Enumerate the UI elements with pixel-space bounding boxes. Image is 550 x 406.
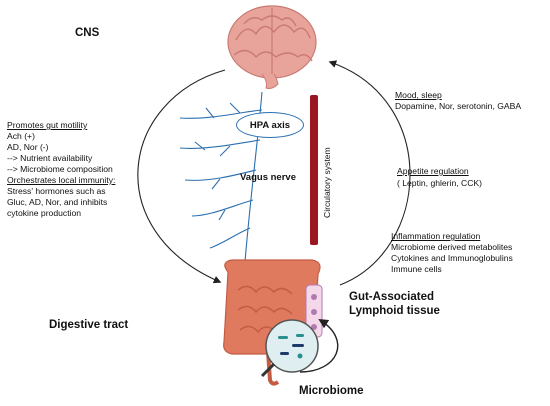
circulatory-system-label: Circulatory system — [322, 147, 332, 218]
inflammation-line-2: Cytokines and Immunoglobulins — [391, 253, 513, 263]
cns-label: CNS — [75, 27, 100, 39]
microbiome-magnifier-icon — [260, 319, 319, 378]
galt-label-line1: Gut-Associated — [349, 291, 434, 303]
left-line-2: AD, Nor (-) — [7, 142, 49, 152]
hpa-axis-label: HPA axis — [249, 119, 291, 131]
microbiome-label: Microbiome — [299, 385, 364, 397]
left-line-4: --> Microbiome composition — [7, 164, 113, 174]
local-immunity-heading: Orchestrates local immunity: — [7, 175, 116, 185]
inflammation-line-1: Microbiome derived metabolites — [391, 242, 513, 252]
vagus-nerve-label: Vagus nerve — [240, 172, 296, 183]
left-arc-arrow — [137, 69, 226, 284]
vagus-nerve-icon — [179, 91, 263, 263]
hpa-axis-badge: HPA axis — [236, 112, 304, 138]
appetite-heading: Appetite regulation — [397, 166, 469, 176]
right-arc-arrow — [328, 60, 411, 286]
galt-label-line2: Lymphoid tissue — [349, 305, 440, 317]
mood-sleep-heading: Mood, sleep — [395, 90, 442, 100]
inflammation-line-3: Immune cells — [391, 264, 442, 274]
left-line-1: Ach (+) — [7, 131, 35, 141]
left-line-3: --> Nutrient availability — [7, 153, 93, 163]
gut-motility-heading: Promotes gut motility — [7, 120, 88, 130]
left-line-6: Gluc, AD, Nor, and inhibits — [7, 197, 108, 207]
inflammation-heading: Inflammation regulation — [391, 231, 481, 241]
digestive-tract-label: Digestive tract — [49, 319, 129, 331]
left-line-7: cytokine production — [7, 208, 82, 218]
appetite-line: ( Leptin, ghlerin, CCK) — [397, 178, 483, 188]
brain-icon — [227, 5, 317, 89]
microbiome-to-lymphoid-arrow — [299, 318, 339, 373]
left-line-5: Stress' hormones such as — [7, 186, 106, 196]
mood-line: Dopamine, Nor, serotonin, GABA — [395, 101, 522, 111]
circulatory-system-bar — [310, 95, 318, 245]
